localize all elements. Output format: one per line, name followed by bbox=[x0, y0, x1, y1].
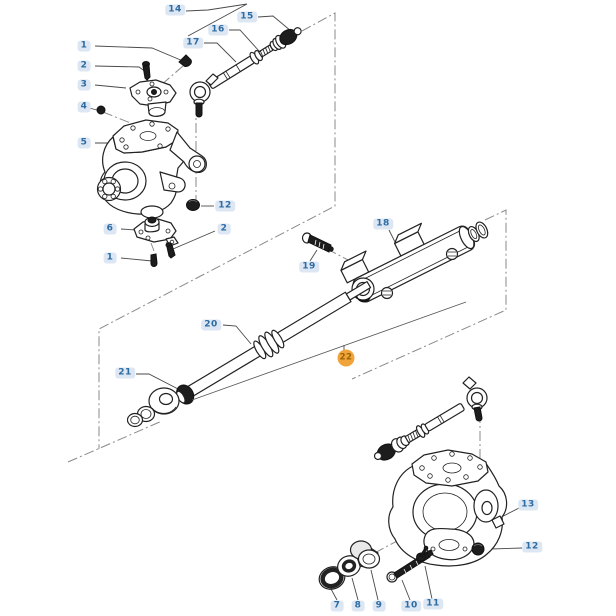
piston-rod-20 bbox=[176, 281, 372, 405]
bearing-ring-8 bbox=[337, 555, 361, 577]
callout-12[interactable]: 12 bbox=[215, 200, 235, 212]
plug-12-lower bbox=[471, 542, 485, 556]
steering-knuckle-left bbox=[96, 119, 207, 219]
callout-15[interactable]: 15 bbox=[237, 11, 257, 23]
callout-16[interactable]: 16 bbox=[208, 24, 228, 36]
gland-bushing-21 bbox=[126, 387, 180, 428]
callout-21[interactable]: 21 bbox=[115, 367, 135, 379]
callout-13[interactable]: 13 bbox=[518, 499, 538, 511]
kit-grouping-line bbox=[191, 301, 467, 401]
callout-9[interactable]: 9 bbox=[372, 600, 386, 612]
callout-11[interactable]: 11 bbox=[423, 598, 443, 610]
lower-cap-6 bbox=[133, 216, 179, 247]
callout-1-b[interactable]: 1 bbox=[103, 252, 117, 264]
callout-12-b[interactable]: 12 bbox=[522, 541, 542, 553]
callout-20[interactable]: 20 bbox=[201, 319, 221, 331]
ball-4 bbox=[96, 105, 106, 115]
callout-2[interactable]: 2 bbox=[77, 60, 91, 72]
screw-2-upper bbox=[142, 61, 151, 81]
nut-11 bbox=[416, 545, 429, 562]
callout-2-b[interactable]: 2 bbox=[217, 223, 231, 235]
tie-rod-lower bbox=[373, 376, 488, 461]
kit-badge-22[interactable]: 22 bbox=[337, 349, 355, 367]
pin-1-upper bbox=[178, 54, 192, 67]
callout-10[interactable]: 10 bbox=[401, 600, 421, 612]
cap-plate-3 bbox=[129, 79, 177, 117]
screw-2-lower bbox=[165, 242, 176, 259]
callout-14[interactable]: 14 bbox=[165, 4, 185, 16]
callout-5[interactable]: 5 bbox=[77, 137, 91, 149]
pin-1-lower bbox=[150, 253, 158, 267]
callout-6[interactable]: 6 bbox=[103, 223, 117, 235]
tie-rod-upper bbox=[189, 27, 302, 118]
callout-1[interactable]: 1 bbox=[77, 40, 91, 52]
callout-17[interactable]: 17 bbox=[183, 37, 203, 49]
callout-3[interactable]: 3 bbox=[77, 79, 91, 91]
callout-8[interactable]: 8 bbox=[351, 600, 365, 612]
callout-7[interactable]: 7 bbox=[330, 600, 344, 612]
bushing-sleeve-9 bbox=[349, 540, 381, 569]
knuckle-housing-right-13 bbox=[388, 449, 508, 567]
callout-19[interactable]: 19 bbox=[299, 261, 319, 273]
callout-18[interactable]: 18 bbox=[373, 218, 393, 230]
bolt-19 bbox=[301, 232, 334, 253]
callout-4[interactable]: 4 bbox=[77, 101, 91, 113]
seal-ring-7 bbox=[318, 566, 346, 590]
plug-12-upper bbox=[186, 199, 200, 211]
